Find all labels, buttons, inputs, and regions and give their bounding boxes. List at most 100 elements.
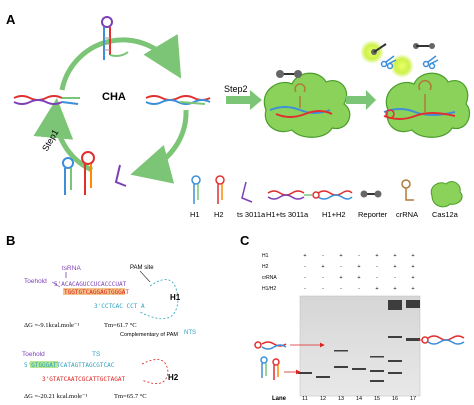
panel-c-letter: C xyxy=(240,233,250,248)
gel-band xyxy=(316,376,330,378)
legend-label-h1-ts: H1+ts 3011a xyxy=(266,210,309,219)
gel-band xyxy=(406,300,420,308)
right-duplex xyxy=(145,95,211,105)
bottom-hairpins xyxy=(62,151,127,195)
condition-cell: + xyxy=(375,286,378,292)
panel-b-letter: B xyxy=(6,233,15,248)
h1-strand-1: 5'ACACAGUCCUCACCCUAT xyxy=(54,281,127,288)
gel-product-icon xyxy=(421,335,465,345)
step2-arrow: Step2 xyxy=(224,84,262,110)
gel-band xyxy=(370,370,384,372)
gel-band xyxy=(388,372,402,374)
cas12a-complex-1 xyxy=(263,70,351,138)
gel-bands xyxy=(298,300,420,382)
condition-cell: + xyxy=(393,253,396,259)
condition-cell: + xyxy=(321,264,324,270)
gel-band xyxy=(370,380,384,382)
h2-tm: Tm=65.7 °C xyxy=(114,393,147,400)
condition-cell: - xyxy=(358,253,360,259)
cha-cycle xyxy=(33,33,189,184)
h1-nts-label: NTS xyxy=(184,330,196,336)
condition-cell: + xyxy=(411,253,414,259)
gel-band xyxy=(352,368,366,370)
gel-band xyxy=(334,350,348,352)
condition-cell: - xyxy=(358,286,360,292)
legend-h1-h2-icon xyxy=(312,190,353,200)
h2-ts-label: TS xyxy=(92,351,101,358)
h1-strand-1b: TGGTGTCAGGAGTGGGAT xyxy=(64,289,129,296)
condition-cell: - xyxy=(376,264,378,270)
condition-cell: - xyxy=(304,264,306,270)
cas12a-complex-2 xyxy=(383,72,471,138)
condition-row-label: H1/H2 xyxy=(262,286,276,292)
condition-cell: - xyxy=(322,275,324,281)
lane-number: 17 xyxy=(410,396,416,402)
step1-label: Step1 xyxy=(40,128,60,153)
legend-ts3011a-icon xyxy=(241,181,253,203)
h2-name: H2 xyxy=(168,373,179,382)
condition-row-label: crRNA xyxy=(262,275,277,281)
condition-cell: - xyxy=(322,253,324,259)
h1-toehold-label: Toehold xyxy=(24,278,47,285)
step2-label: Step2 xyxy=(224,84,248,94)
condition-row-label: H1 xyxy=(262,253,269,259)
lane-number: 14 xyxy=(356,396,362,402)
gel-h1h2-duplex-icon xyxy=(254,341,287,350)
legend-label-cas12a: Cas12a xyxy=(432,210,459,219)
gel-band xyxy=(334,366,348,368)
h1-tm: Tm=61.7 °C xyxy=(104,322,137,329)
condition-cell: + xyxy=(303,253,306,259)
lane-number: 11 xyxy=(302,396,308,402)
gel-condition-table: H1+-+-+++H2-+-+-++crRNA--++--+H1/H2----+… xyxy=(262,253,415,292)
legend-h1-ts-icon xyxy=(267,190,312,200)
gel-band xyxy=(388,336,402,338)
condition-cell: + xyxy=(411,286,414,292)
condition-cell: + xyxy=(357,275,360,281)
lane-number: 13 xyxy=(338,396,344,402)
h1-pam-label: PAM site xyxy=(130,265,154,271)
h2-complementary-label: Complementary of PAM xyxy=(120,332,178,338)
h2-sequence-structure: Toehold TS Complementary of PAM 5'GTGGGA… xyxy=(22,332,179,400)
legend-label-h1: H1 xyxy=(190,210,200,219)
condition-row-label: H2 xyxy=(262,264,269,270)
top-hairpin xyxy=(101,16,129,60)
h1-name: H1 xyxy=(170,293,181,302)
condition-cell: - xyxy=(376,275,378,281)
condition-cell: - xyxy=(340,264,342,270)
legend-label-reporter: Reporter xyxy=(358,210,388,219)
panel-a-letter: A xyxy=(6,12,16,27)
condition-cell: + xyxy=(375,253,378,259)
gel-band xyxy=(388,360,402,362)
h2-strand-1: 5'GTGGGATTCATAGTTAGCGTCAC xyxy=(24,362,115,369)
legend-label-h1-h2: H1+H2 xyxy=(322,210,346,219)
gel-band xyxy=(370,356,384,358)
condition-cell: + xyxy=(339,253,342,259)
fluorescence-signals xyxy=(360,40,435,78)
gel-hairpin-icon xyxy=(260,356,280,380)
left-duplex xyxy=(13,95,80,105)
gel-band xyxy=(388,300,402,310)
lane-number: 12 xyxy=(320,396,326,402)
cha-label: CHA xyxy=(102,91,126,103)
gel-annotations xyxy=(254,335,465,380)
lane-number: 15 xyxy=(374,396,380,402)
legend-reporter-icon xyxy=(360,190,382,198)
gel-band xyxy=(298,372,312,374)
legend-label-crrna: crRNA xyxy=(396,210,418,219)
condition-cell: - xyxy=(340,286,342,292)
h1-tsrna-label: tsRNA xyxy=(62,265,81,272)
condition-cell: - xyxy=(394,275,396,281)
condition-cell: + xyxy=(411,264,414,270)
condition-cell: + xyxy=(339,275,342,281)
condition-cell: - xyxy=(304,286,306,292)
scissors-icon xyxy=(380,55,439,70)
lane-label: Lane xyxy=(272,396,287,402)
gel-band xyxy=(406,338,420,341)
condition-cell: + xyxy=(393,286,396,292)
legend-h1-icon xyxy=(191,175,201,204)
h1-sequence-structure: Toehold tsRNA PAM site 5'ACACAGUCCUCACCC… xyxy=(24,265,196,336)
h1-delta-g: ΔG =-9.1kcal.mole⁻¹ xyxy=(24,322,79,329)
transition-arrow xyxy=(346,90,376,110)
